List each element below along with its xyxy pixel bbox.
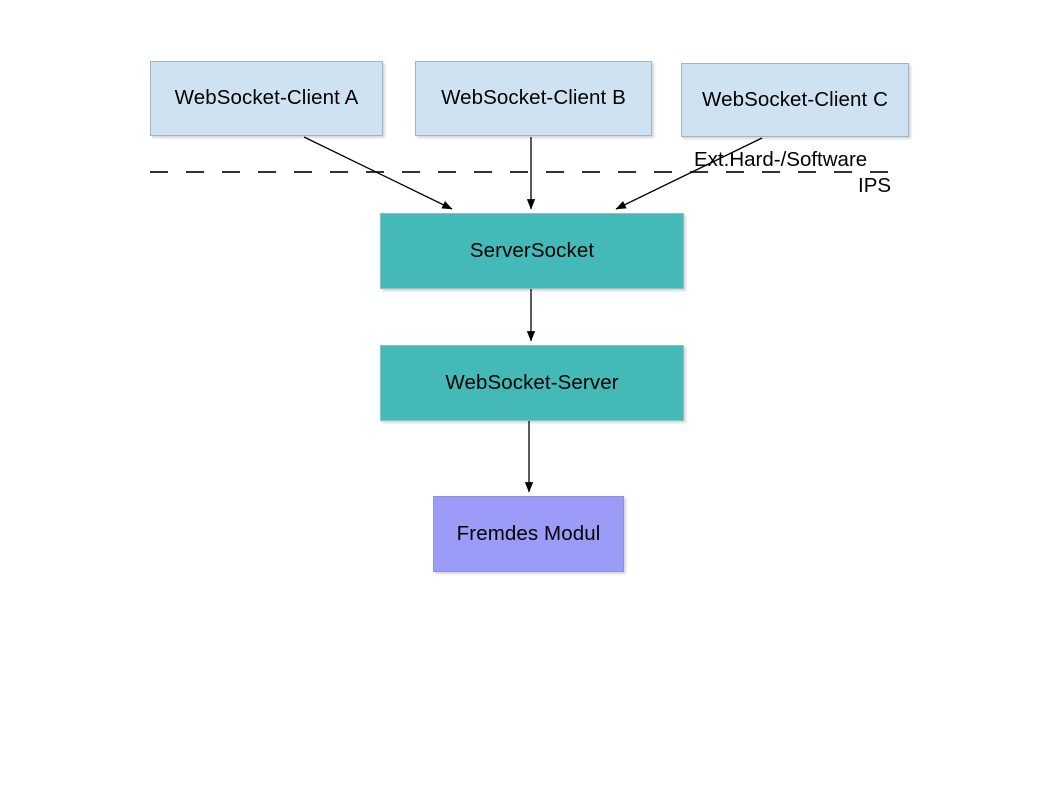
- node-label: WebSocket-Server: [445, 370, 619, 394]
- node-label: Fremdes Modul: [456, 521, 601, 545]
- node-websocket-client-c[interactable]: WebSocket-Client C: [681, 63, 909, 137]
- node-websocket-client-a[interactable]: WebSocket-Client A: [150, 61, 383, 136]
- node-server-socket[interactable]: ServerSocket: [380, 213, 684, 289]
- node-label: WebSocket-Client C: [702, 87, 888, 111]
- node-label: WebSocket-Client A: [174, 86, 359, 110]
- node-websocket-client-b[interactable]: WebSocket-Client B: [415, 61, 652, 136]
- edge-client-a-to-server-socket: [303, 136, 453, 210]
- node-websocket-server[interactable]: WebSocket-Server: [380, 345, 684, 421]
- node-label: ServerSocket: [469, 238, 595, 262]
- boundary-label-above: Ext.Hard-/Software: [694, 148, 868, 171]
- node-label: WebSocket-Client B: [441, 86, 626, 110]
- boundary-label-below: IPS: [858, 174, 892, 197]
- node-fremdes-modul[interactable]: Fremdes Modul: [433, 496, 624, 572]
